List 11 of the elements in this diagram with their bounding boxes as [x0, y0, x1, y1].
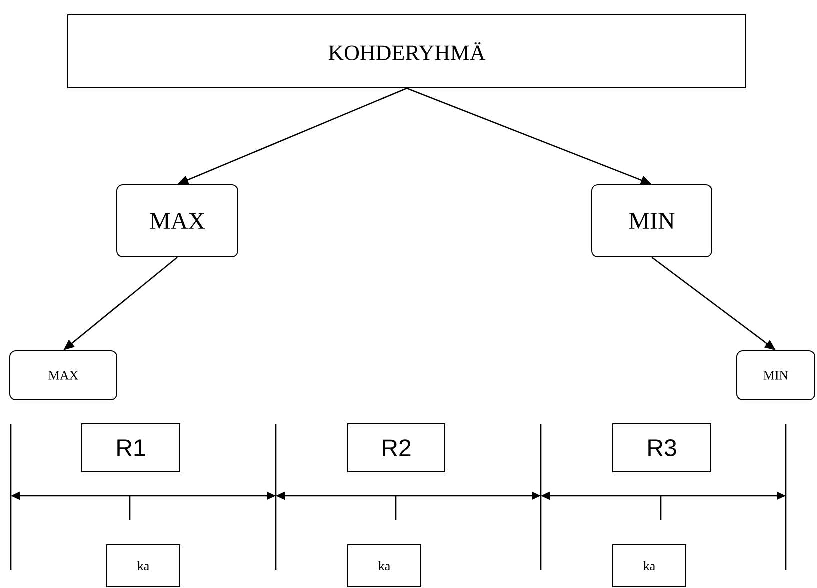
average-box: ka — [106, 544, 180, 588]
title-box: KOHDERYHMÄ — [68, 14, 746, 88]
average-box: ka — [348, 544, 422, 588]
rounded-box: MAX — [116, 184, 238, 258]
range-box: R3 — [612, 423, 712, 472]
rounded-box: MIN — [736, 350, 816, 400]
range-box: R1 — [82, 423, 180, 472]
range-box: R2 — [348, 423, 446, 472]
rounded-box: MIN — [592, 184, 712, 258]
rounded-box: MAX — [10, 350, 118, 400]
average-box: ka — [612, 544, 686, 588]
